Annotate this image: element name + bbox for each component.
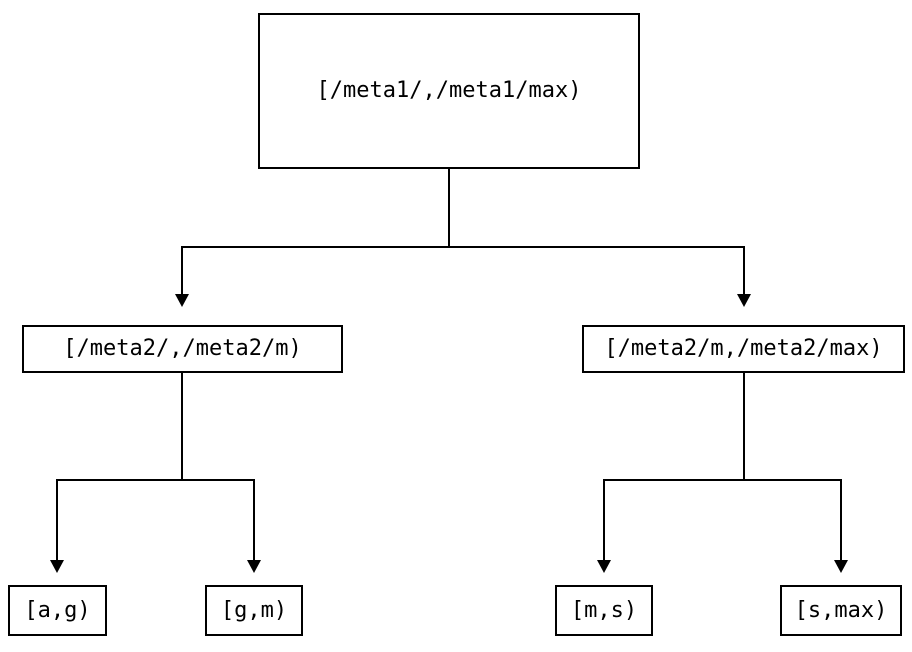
edge-root-to-level2 bbox=[175, 169, 751, 307]
edge-right-to-leaves bbox=[597, 373, 848, 573]
tree-node-level2-left-label: [/meta2/,/meta2/m) bbox=[63, 336, 302, 361]
tree-node-leaf-ag-label: [a,g) bbox=[24, 597, 91, 623]
arrowhead-leaf-gm bbox=[247, 560, 261, 573]
arrowhead-leaf-ag bbox=[50, 560, 64, 573]
tree-node-leaf-gm: [g,m) bbox=[205, 585, 303, 636]
tree-node-level2-left: [/meta2/,/meta2/m) bbox=[22, 325, 343, 373]
arrowhead-level2-left bbox=[175, 294, 189, 307]
tree-node-root-label: [/meta1/,/meta1/max) bbox=[316, 78, 582, 103]
arrowhead-level2-right bbox=[737, 294, 751, 307]
tree-node-root: [/meta1/,/meta1/max) bbox=[258, 13, 640, 169]
edge-left-to-leaves bbox=[50, 373, 261, 573]
tree-node-leaf-ms-label: [m,s) bbox=[570, 597, 638, 623]
tree-node-leaf-smax-label: [s,max) bbox=[794, 597, 888, 623]
tree-node-level2-right-label: [/meta2/m,/meta2/max) bbox=[604, 336, 883, 361]
tree-node-level2-right: [/meta2/m,/meta2/max) bbox=[582, 325, 905, 373]
tree-node-leaf-ms: [m,s) bbox=[555, 585, 653, 636]
tree-node-leaf-smax: [s,max) bbox=[780, 585, 902, 636]
arrowhead-leaf-ms bbox=[597, 560, 611, 573]
arrowhead-leaf-smax bbox=[834, 560, 848, 573]
tree-node-leaf-gm-label: [g,m) bbox=[220, 597, 288, 623]
tree-node-leaf-ag: [a,g) bbox=[8, 585, 107, 636]
